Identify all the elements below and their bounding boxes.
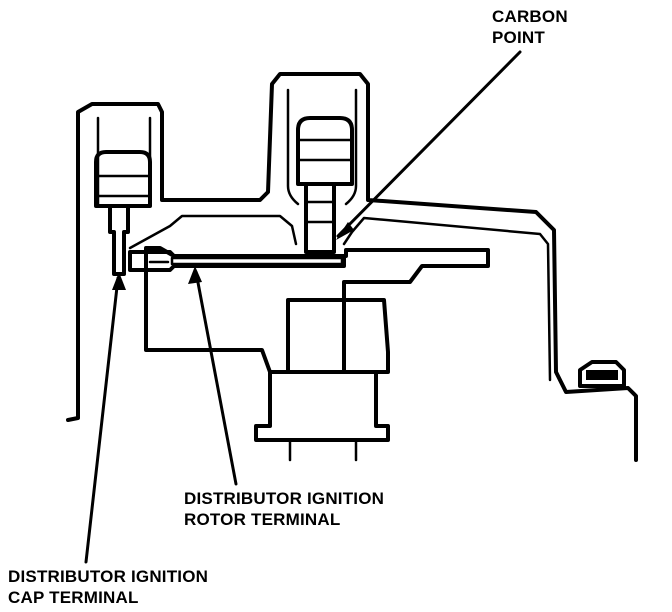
- cap-terminal-leader: [84, 276, 120, 564]
- carbon-point-label-line-1: CARBON: [492, 7, 568, 26]
- cap-terminal-pin: [108, 204, 130, 276]
- rotor-terminal-label-line-2: ROTOR TERMINAL: [184, 510, 341, 529]
- distributor-cap-outline: [66, 72, 638, 462]
- carbon-point-label: CARBON POINT: [492, 6, 568, 48]
- cap-terminal-label: DISTRIBUTOR IGNITION CAP TERMINAL: [8, 566, 208, 608]
- cap-terminal-label-line-2: CAP TERMINAL: [8, 588, 139, 607]
- center-tower-inner: [286, 88, 358, 206]
- center-terminal-housing: [296, 116, 354, 186]
- carbon-point-label-line-2: POINT: [492, 28, 545, 47]
- cap-inner-contour: [128, 214, 552, 382]
- left-tower-inner: [96, 116, 152, 208]
- rotor-terminal-leader: [194, 270, 238, 486]
- rotor-terminal-label: DISTRIBUTOR IGNITION ROTOR TERMINAL: [184, 488, 384, 530]
- rotor-terminal-strip: [128, 250, 346, 272]
- carbon-point-leader: [336, 50, 522, 238]
- left-terminal-housing: [94, 150, 152, 208]
- rotor-shaft-opening: [286, 298, 346, 374]
- rotor-terminal-label-line-1: DISTRIBUTOR IGNITION: [184, 489, 385, 508]
- hex-nut: [578, 360, 626, 388]
- cap-terminal-label-line-1: DISTRIBUTOR IGNITION: [8, 567, 209, 586]
- distributor-shaft-base: [254, 370, 390, 442]
- carbon-point-stem: [304, 182, 336, 254]
